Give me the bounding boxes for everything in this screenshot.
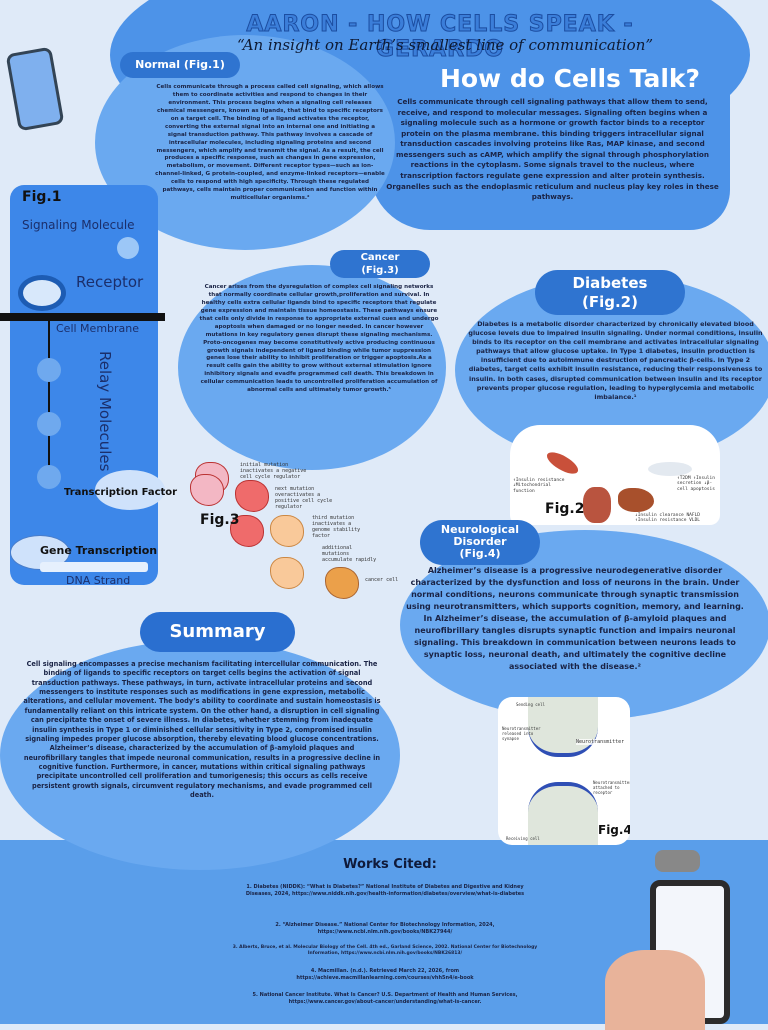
fig4-attached: Neurotransmitter attached to receptor	[593, 780, 630, 795]
relay-molecule-1	[37, 358, 61, 382]
dna-strand-shape	[40, 562, 148, 572]
fig3-note-3: third mutation inactivates a genome stab…	[312, 515, 361, 539]
cancer-cell-stage-1b	[190, 474, 224, 506]
cancer-body: Cancer arises from the dysregulation of …	[199, 284, 439, 394]
fig4-released: Neurotransmitter released into synapse	[502, 726, 541, 741]
diabetes-heading-fig: (Fig.2)	[582, 293, 638, 311]
fig2-muscle-note: ↑Insulin resistance ↓Mitochondrial funct…	[513, 478, 565, 494]
sending-cell-shape	[528, 697, 598, 757]
normal-body: Cells communicate through a process call…	[155, 84, 385, 202]
intro-body: Cells communicate through cell signaling…	[386, 97, 719, 202]
fig4-nt: Neurotransmitter	[576, 739, 625, 745]
phone-icon	[5, 46, 65, 132]
summary-bubble	[0, 640, 400, 870]
works-cited-heading: Works Cited:	[343, 857, 437, 872]
relay-molecule-2	[37, 412, 61, 436]
pancreas-icon	[648, 462, 692, 476]
cancer-cell-stage-2b	[230, 515, 264, 547]
transcription-factor-label: Transcription Factor	[64, 487, 178, 498]
cancer-cell-stage-2a	[235, 480, 269, 512]
fig4-receiving: Receiving cell	[506, 836, 540, 841]
normal-heading: Normal (Fig.1)	[120, 52, 240, 78]
signal-arrow	[48, 321, 50, 481]
citation-4: 4. Macmillan. (n.d.). Retrieved March 22…	[296, 968, 474, 982]
fig2-liver-note: ↓Insulin clearance NAFLD ↑Insulin resist…	[635, 513, 701, 524]
fig1-label: Fig.1	[22, 189, 62, 205]
cell-membrane-line	[0, 313, 165, 321]
neuro-heading: Neurological Disorder (Fig.4)	[420, 520, 540, 565]
receptor-label: Receptor	[76, 273, 144, 291]
receiving-cell-shape	[528, 782, 598, 845]
summary-body: Cell signaling encompasses a precise mec…	[23, 660, 381, 800]
fig3-note-5: cancer cell	[365, 577, 399, 583]
receptor-shape	[18, 275, 66, 311]
fig4-image: Sending cell Neurotransmitter released i…	[498, 697, 630, 845]
citation-5: 5. National Cancer Institute. What Is Ca…	[252, 992, 518, 1006]
diabetes-heading: Diabetes (Fig.2)	[535, 270, 685, 315]
poster-subtitle: “An insight on Earth’s smallest line of …	[236, 36, 654, 54]
fig2-pancreas-note: ↑T2DM ↑Insulin secretion ↓β-cell apoptos…	[677, 476, 715, 492]
neuro-heading-fig: (Fig.4)	[459, 547, 501, 560]
fig4-label: Fig.4	[598, 823, 630, 837]
fig3-note-2: next mutation overactivates a positive c…	[275, 486, 333, 510]
fig4-sending: Sending cell	[516, 702, 545, 707]
summary-heading: Summary	[140, 612, 295, 652]
poster-title: AARON - HOW CELLS SPEAK - GERARDO	[246, 12, 634, 63]
neuro-heading-line2: Disorder	[453, 535, 507, 548]
relay-molecules-label: Relay Molecules	[96, 351, 114, 472]
cancer-heading: Cancer (Fig.3)	[330, 250, 430, 278]
cancer-cell-stage-3b	[270, 557, 304, 589]
citation-1: 1. Diabetes (NIDDK): “What is Diabetes?”…	[245, 884, 525, 898]
neuro-heading-line1: Neurological	[440, 523, 520, 536]
gene-transcription-label: Gene Transcription	[40, 544, 158, 557]
relay-molecule-3	[37, 465, 61, 489]
dna-strand-label: DNA Strand	[66, 574, 131, 587]
diabetes-body: Diabetes is a metabolic disorder charact…	[468, 320, 763, 401]
citation-2: 2. “Alzheimer Disease.” National Center …	[275, 922, 495, 936]
fig3-note-4: additional mutations accumulate rapidly	[322, 545, 377, 563]
cancer-heading-fig: (Fig.3)	[361, 265, 399, 276]
intro-panel	[370, 55, 730, 230]
diabetes-heading-title: Diabetes	[572, 274, 648, 292]
intro-heading: How do Cells Talk?	[439, 64, 701, 93]
cancer-cell-final	[325, 567, 359, 599]
hand-icon	[605, 950, 705, 1030]
cancer-bubble	[178, 265, 446, 470]
fig2-label: Fig.2	[545, 501, 585, 517]
signaling-molecule-shape	[117, 237, 139, 259]
cancer-cell-stage-3a	[270, 515, 304, 547]
chat-bubble-icon	[655, 850, 700, 872]
transcription-factor-shape	[95, 470, 165, 510]
heart-icon	[583, 487, 611, 523]
signaling-molecule-label: Signaling Molecule	[22, 218, 135, 232]
neuro-body: Alzheimer’s disease is a progressive neu…	[406, 566, 744, 671]
liver-icon	[618, 488, 654, 512]
hand-phone-illustration	[595, 850, 765, 1030]
fig3-label: Fig.3	[200, 512, 240, 528]
citation-3: 3. Alberts, Bruce, et al. Molecular Biol…	[232, 945, 538, 957]
fig3-note-1: initial mutation inactivates a negative …	[240, 462, 307, 480]
cancer-heading-title: Cancer	[360, 252, 400, 263]
cell-membrane-label: Cell Membrane	[56, 322, 140, 335]
fig2-image	[510, 425, 720, 525]
